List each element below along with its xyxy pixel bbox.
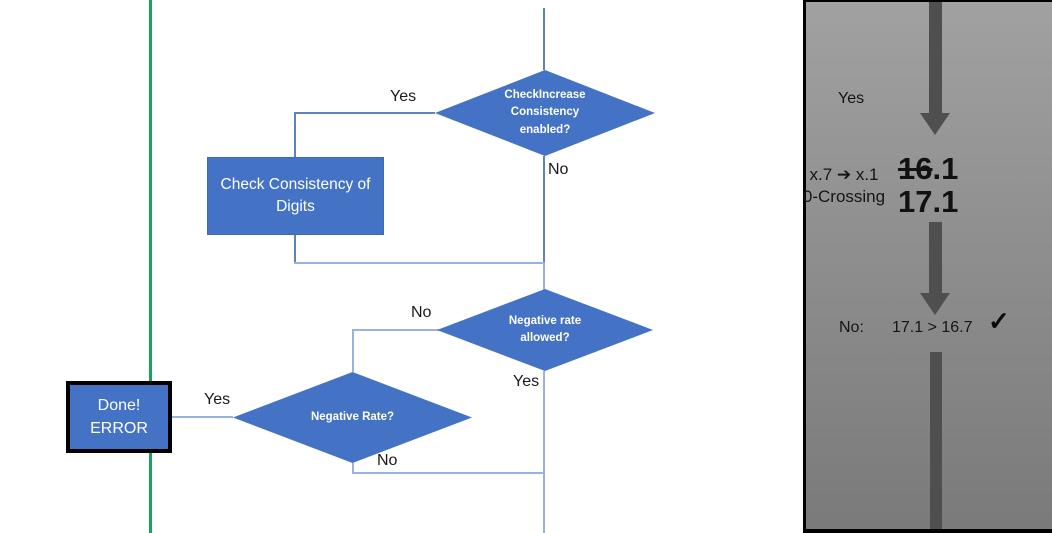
label-yes-top: Yes [390,88,417,105]
down-arrow-head-icon [920,113,950,135]
panel-new-value: 17.1 [898,183,959,219]
connector-top-vertical [543,8,545,70]
green-guide-line [149,0,152,533]
process-check-consistency: Check Consistency of Digits [207,157,384,235]
decision-negative-rate-allowed: Negative rate allowed? [437,289,653,371]
connector-no-vertical-lower [543,262,545,290]
down-bar-icon [930,352,942,529]
connector-no-vertical-upper [543,156,545,264]
down-arrow-icon [929,2,942,113]
connector-no2-horizontal [352,329,439,331]
decision-negative-rate-allowed-label: Negative rate allowed? [508,314,582,344]
decision-check-increase: CheckIncrease Consistency enabled? [435,70,655,156]
down-arrow2-icon [929,222,942,293]
down-arrow2-head-icon [920,293,950,315]
connector-yes2-vertical [543,371,545,533]
label-yes-negative-rate: Yes [204,391,231,408]
panel-rule-line1: x.7 ➔ x.1 [809,165,879,184]
connector-yes-down-to-process [294,112,296,157]
panel-old-value-struck: 16 [898,151,933,186]
terminal-done-error: Done! ERROR [66,381,172,453]
label-yes-negative-allowed: Yes [513,373,540,390]
decision-negative-rate-label: Negative Rate? [310,410,395,423]
connector-process-down [294,235,296,264]
connector-no3-vertical [352,463,354,474]
panel-rule-text: x.7 ➔ x.1 0-Crossing [795,164,893,208]
connector-terminal-horizontal [172,416,233,418]
panel-old-value-rest: .1 [932,151,959,186]
connector-no3-horizontal [352,472,545,474]
connector-yes-horizontal [294,112,435,114]
example-panel [803,0,1052,533]
panel-old-value: 16.1 [898,151,959,186]
panel-rule-line2: 0-Crossing [802,187,886,207]
connector-no2-vertical [352,329,354,372]
label-no-negative-rate: No [377,452,398,469]
decision-check-increase-label: CheckIncrease Consistency enabled? [504,89,586,136]
panel-yes-label: Yes [838,90,865,107]
decision-negative-rate: Negative Rate? [233,372,472,463]
panel-comparison: 17.1 > 16.7 [892,319,973,336]
process-check-consistency-label: Check Consistency of Digits [220,175,371,215]
label-no-negative-allowed: No [411,304,432,321]
label-no-top: No [548,161,569,178]
panel-result-label: No: [839,319,864,336]
terminal-line1: Done! [97,396,141,414]
panel-values: 16.1 17.1 [898,151,959,219]
connector-return-horizontal [294,262,544,264]
check-icon: ✓ [988,306,1010,336]
terminal-line2: ERROR [90,420,148,437]
